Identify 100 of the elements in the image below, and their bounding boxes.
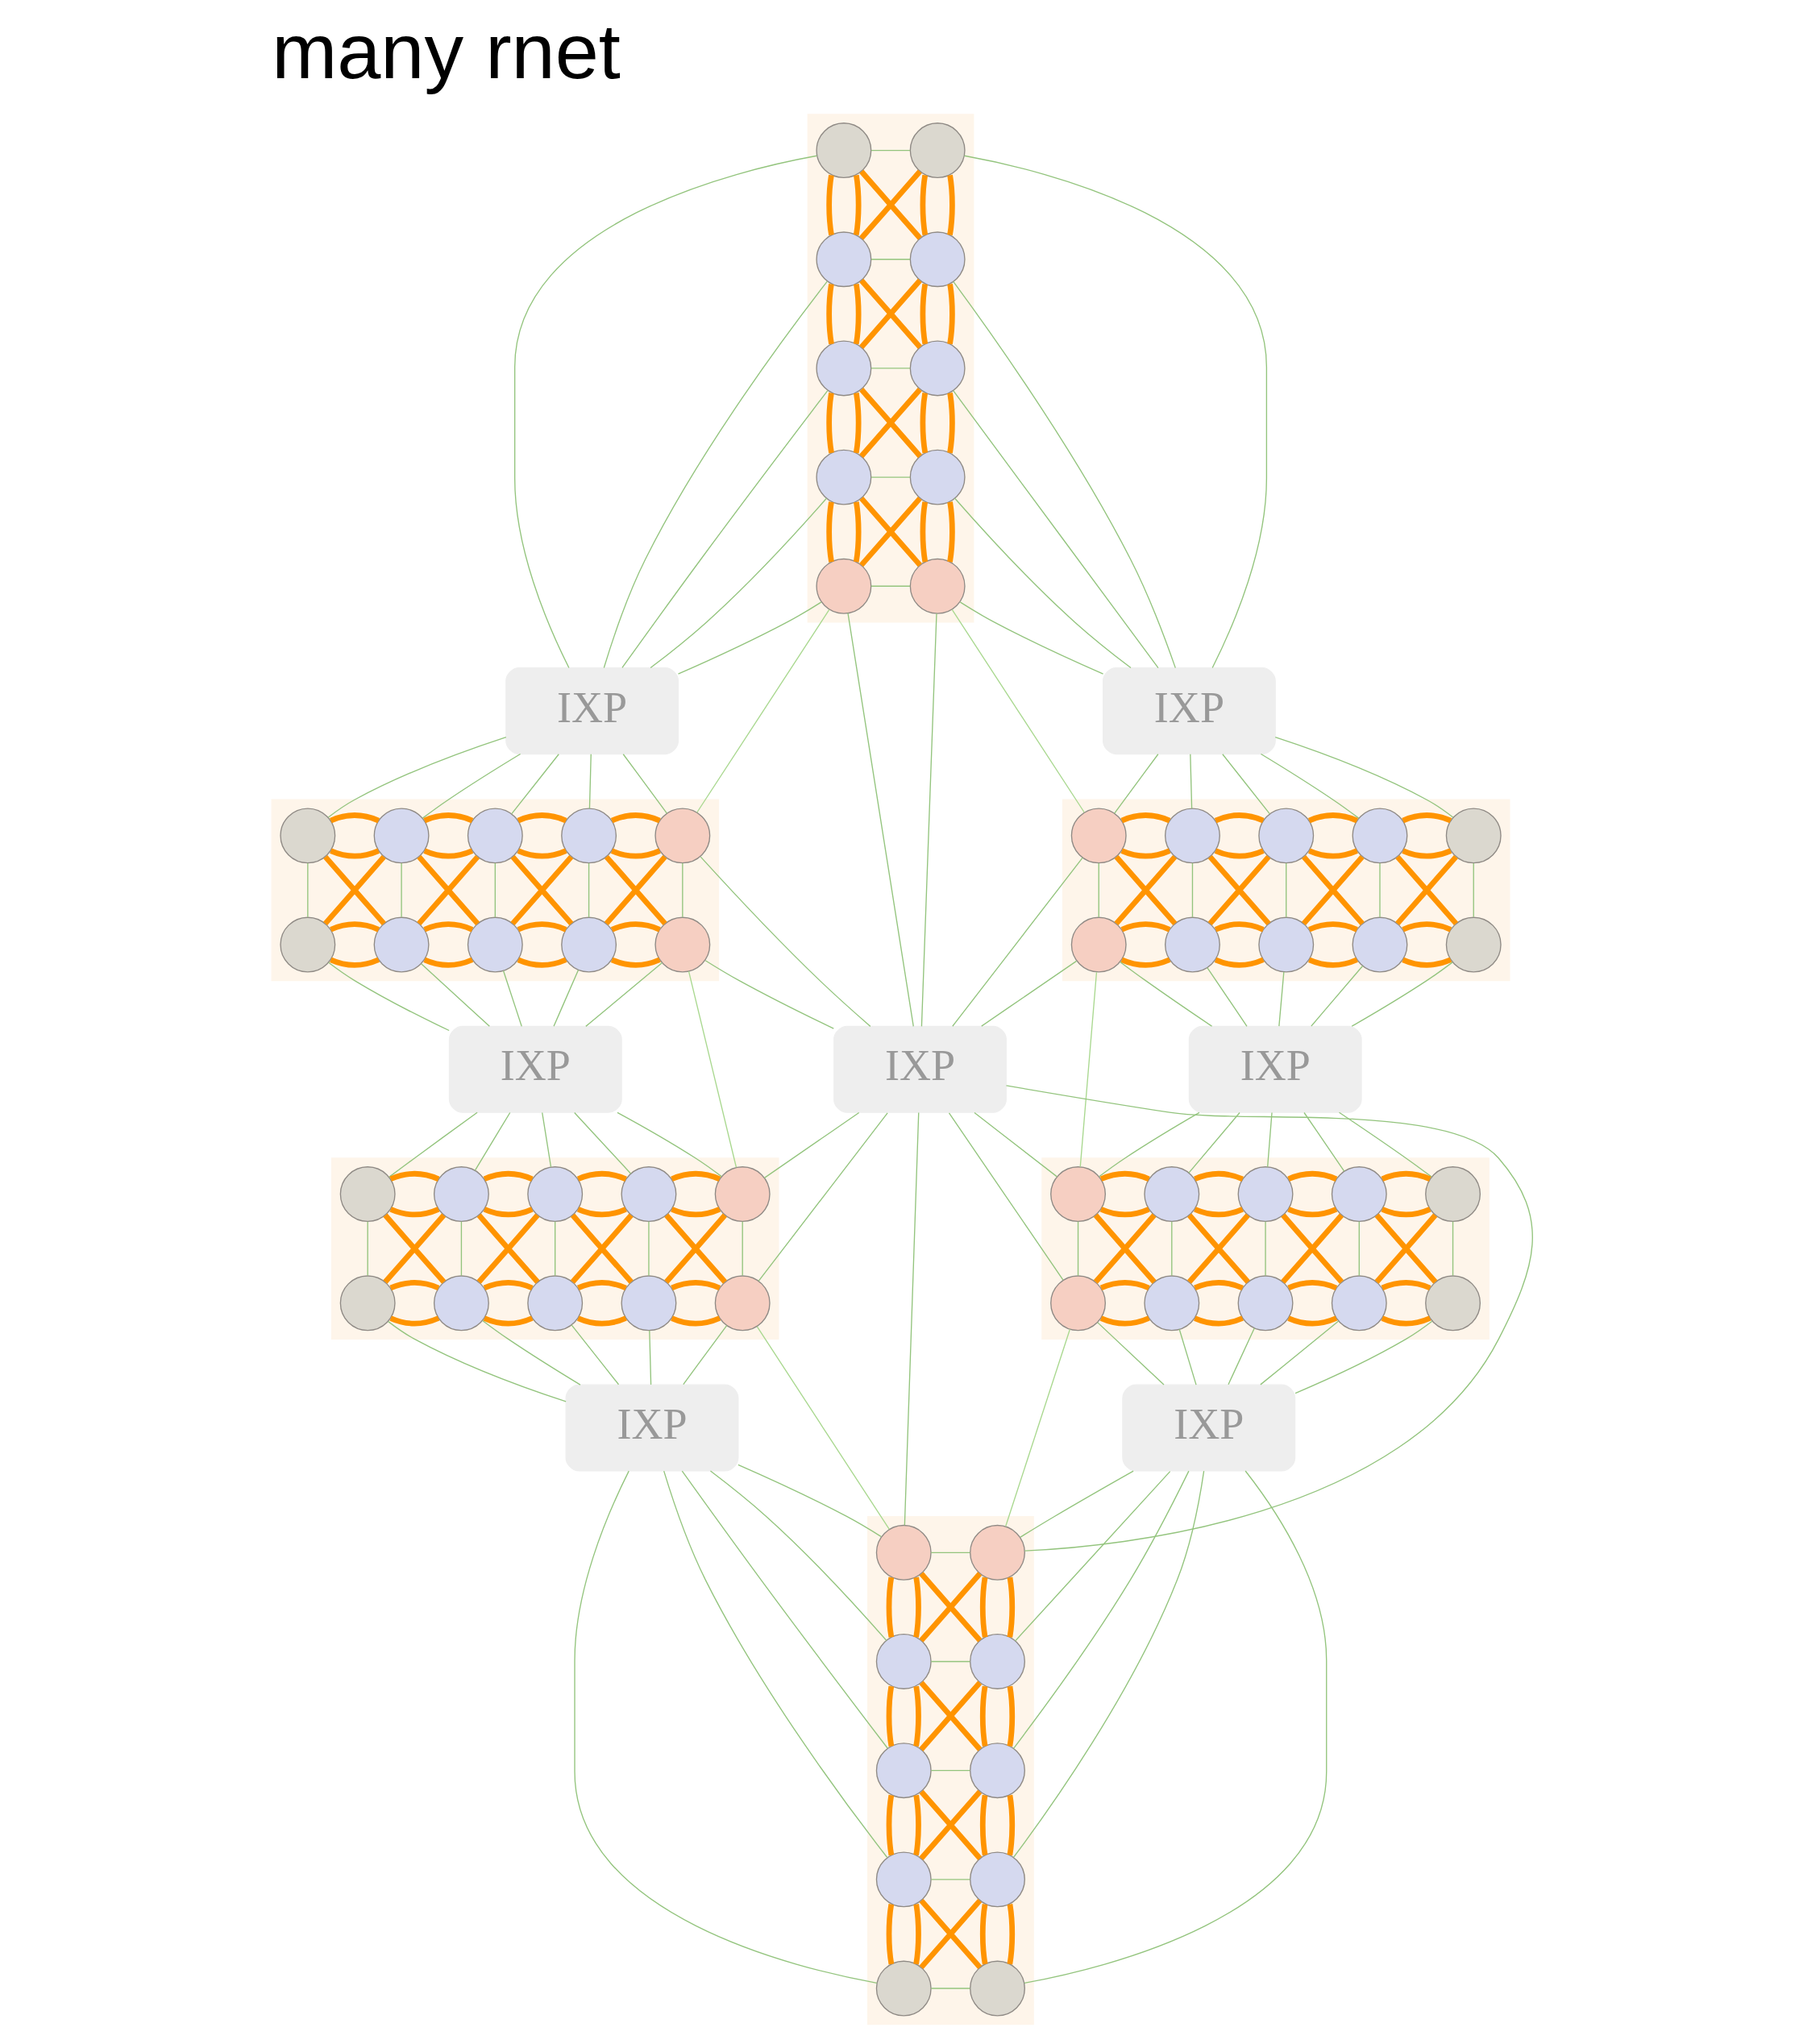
connector: [329, 957, 380, 968]
connector: [919, 1789, 982, 1860]
connector: [904, 1111, 919, 1526]
node-circle: [1257, 916, 1314, 973]
connector: [930, 1770, 970, 1772]
node-circle: [1049, 1166, 1106, 1223]
connector: [1351, 962, 1453, 1027]
connector: [573, 1470, 878, 1984]
connector: [853, 501, 862, 563]
connector: [1307, 812, 1358, 824]
connector: [886, 1794, 894, 1856]
connector: [1119, 961, 1212, 1027]
connector: [946, 501, 955, 563]
connector: [1079, 971, 1097, 1168]
connector: [825, 174, 834, 236]
node-circle: [875, 1960, 932, 2017]
connector: [756, 1326, 890, 1531]
connector: [584, 962, 663, 1028]
connector: [1193, 1315, 1244, 1327]
connector: [422, 812, 473, 824]
node-circle: [1445, 916, 1502, 973]
connector: [1099, 1280, 1150, 1291]
connector: [389, 1280, 439, 1291]
node-circle: [339, 1166, 396, 1223]
connector: [329, 921, 380, 933]
connector: [737, 1464, 882, 1538]
connector: [1307, 921, 1358, 933]
node-circle: [1352, 808, 1407, 864]
connector: [517, 957, 567, 968]
connector: [1099, 1207, 1150, 1218]
connector: [483, 1170, 534, 1182]
node-circle: [714, 1166, 771, 1223]
connector: [920, 613, 937, 1028]
connector: [422, 753, 521, 819]
connector: [700, 856, 870, 1028]
connector: [513, 155, 817, 669]
connector: [329, 848, 380, 859]
node-circle: [1352, 916, 1407, 973]
connector: [1187, 1111, 1240, 1174]
connector: [389, 1170, 439, 1182]
node-circle: [373, 916, 430, 973]
node-circle: [1237, 1275, 1293, 1332]
connector: [1303, 1111, 1344, 1172]
node-circle: [969, 1960, 1025, 2017]
node-circle: [969, 1743, 1025, 1799]
connector: [422, 848, 473, 859]
connector: [946, 393, 955, 454]
connector: [946, 284, 955, 345]
node-circle: [433, 1275, 489, 1332]
connector: [1186, 1213, 1250, 1284]
connector: [1381, 1207, 1431, 1218]
connector: [930, 1988, 970, 1989]
node-circle: [815, 123, 871, 179]
connector: [416, 854, 480, 926]
node-circle: [969, 1524, 1025, 1581]
node-circle: [1143, 1166, 1199, 1223]
connector: [1193, 1207, 1244, 1218]
node-circle: [909, 449, 966, 505]
connector: [1170, 1221, 1172, 1277]
connector: [1012, 1470, 1204, 1858]
node-circle: [969, 1634, 1025, 1689]
node-circle: [1237, 1166, 1293, 1223]
node-circle: [1070, 808, 1127, 864]
connector: [474, 1111, 510, 1171]
connector: [682, 1324, 727, 1386]
connector: [1307, 957, 1358, 968]
node-circle: [1164, 808, 1220, 864]
node-circle: [467, 916, 523, 973]
connector: [1221, 754, 1270, 815]
connector: [1099, 1170, 1150, 1182]
connector: [870, 259, 911, 260]
connector: [517, 921, 567, 933]
node-circle: [279, 808, 335, 864]
cluster: [1041, 1157, 1490, 1340]
connector: [763, 1111, 859, 1179]
node-circle: [815, 231, 871, 288]
node-circle: [620, 1275, 676, 1332]
node-circle: [815, 558, 871, 614]
connector: [400, 862, 402, 918]
connector: [483, 1207, 534, 1218]
node-box: IXP: [1188, 1025, 1362, 1113]
connector: [963, 155, 1267, 669]
connector: [1227, 1327, 1255, 1386]
connector: [930, 1879, 970, 1880]
connector: [758, 1112, 888, 1282]
connector: [1394, 854, 1458, 926]
connector: [853, 174, 862, 236]
connector: [1120, 848, 1170, 859]
node-circle: [654, 916, 710, 973]
connector: [1214, 957, 1265, 968]
connector: [1120, 921, 1170, 933]
connector: [554, 1221, 555, 1277]
node-circle: [714, 1275, 771, 1332]
connector: [389, 1207, 439, 1218]
node-circle: [815, 340, 871, 397]
connector: [576, 1315, 627, 1327]
connector: [979, 1685, 987, 1747]
connector: [588, 862, 589, 918]
connector: [1401, 848, 1452, 859]
connector: [886, 1904, 894, 1965]
